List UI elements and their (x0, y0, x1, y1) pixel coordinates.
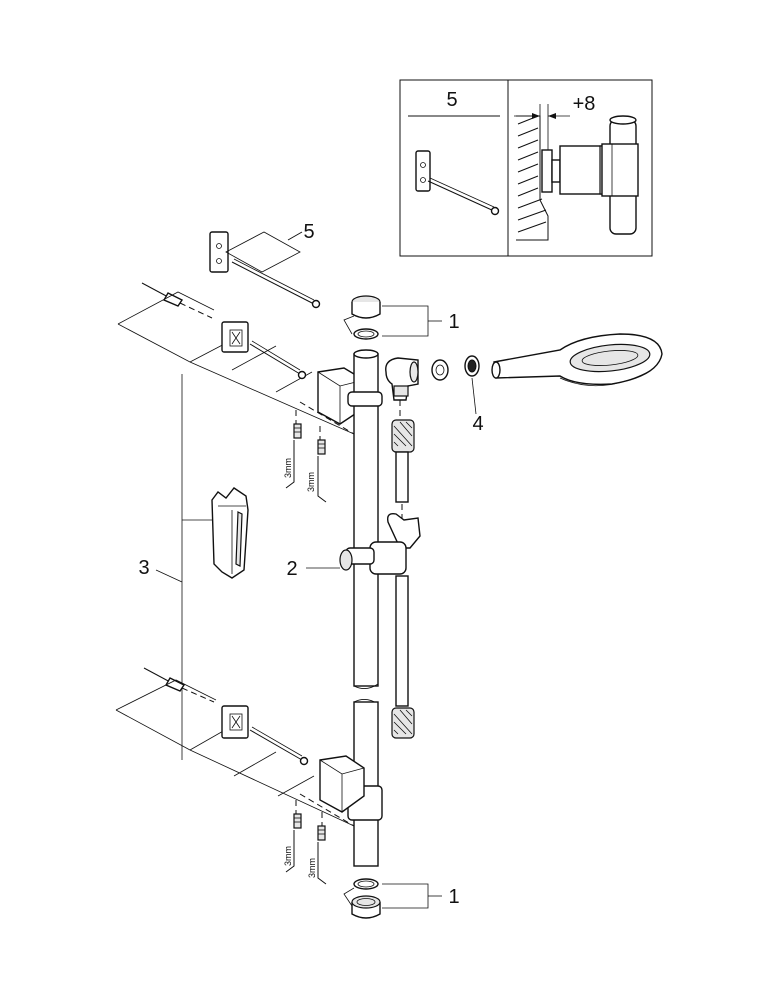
screw-icon (249, 726, 309, 766)
slider-icon (339, 512, 421, 575)
hex-key-size-label: 3mm (306, 472, 316, 492)
hex-key-icon: 3mm (283, 830, 295, 873)
bar-upper-segment (353, 353, 379, 687)
inset-dimension: +8 (514, 93, 595, 150)
hand-shower-icon (491, 333, 663, 387)
anchor-plug-icon (143, 667, 186, 692)
inset-detail: 5 (399, 79, 653, 257)
elbow-connector-icon (385, 357, 419, 401)
screw-icon (231, 258, 321, 309)
grub-screw-icon (293, 813, 302, 829)
bar-clamp-lower (319, 755, 365, 813)
anchor-plug-icon (141, 282, 184, 307)
leader-1-bottom (382, 883, 429, 909)
hex-key-icon: 3mm (283, 440, 295, 489)
hex-key-size-label: 3mm (283, 458, 293, 478)
hex-key-size-label: 3mm (283, 846, 293, 866)
screw-icon (249, 340, 307, 380)
washer-icon (431, 359, 449, 381)
end-cap-bottom: 1 (343, 878, 460, 919)
o-ring-icon (353, 328, 379, 340)
lower-mount: 3mm 3mm (115, 667, 365, 885)
washer-icon (464, 355, 480, 377)
end-cap-top: 1 (343, 295, 460, 340)
wall-bracket-icon (221, 321, 249, 353)
label-4: 4 (472, 413, 483, 435)
upper-mount: 3mm 3mm (117, 282, 365, 503)
adapter-sleeve-icon (211, 487, 249, 579)
wall-plane-upper (117, 291, 355, 435)
hex-key-size-label: 3mm (307, 858, 317, 878)
grub-screw-icon (293, 423, 302, 439)
label-5: 5 (303, 221, 314, 243)
leader-1-top (382, 305, 429, 337)
bar-ring (347, 391, 383, 407)
grub-screw-icon (317, 439, 326, 455)
shower-bar (347, 349, 383, 867)
hose-icon (391, 419, 415, 739)
label-3: 3 (138, 557, 149, 579)
inset-frame (399, 79, 653, 257)
inset-label-plus-8: +8 (573, 93, 596, 115)
inset-bar-bracket (541, 115, 639, 235)
hex-key-icon: 3mm (306, 456, 327, 503)
label-1-bottom: 1 (448, 886, 459, 908)
label-2: 2 (286, 558, 297, 580)
o-ring-icon (353, 878, 379, 890)
inset-screw-icon (427, 177, 500, 216)
leader-4 (471, 377, 477, 415)
hex-key-icon: 3mm (307, 842, 327, 885)
wall-plane-lower (115, 679, 355, 827)
wall-bracket-icon (221, 705, 249, 739)
end-cap-icon (351, 895, 381, 919)
leader-5 (287, 231, 303, 241)
kit-5-plane (225, 231, 301, 273)
inset-label-5: 5 (446, 89, 457, 111)
grub-screw-icon (317, 825, 326, 841)
leader-3b (155, 569, 183, 583)
spacer-block-icon (209, 231, 229, 273)
inset-spacer-block-icon (415, 150, 431, 192)
label-1-top: 1 (448, 311, 459, 333)
end-cap-icon (351, 295, 381, 319)
kit-5-top: 5 (209, 221, 321, 309)
